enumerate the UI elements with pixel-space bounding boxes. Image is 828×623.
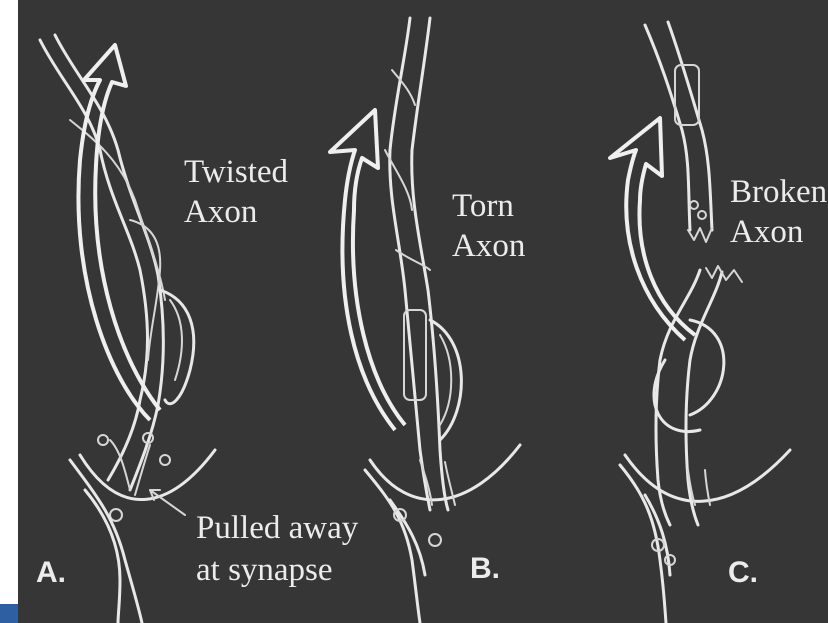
panel-b-label-line-1: Torn [452, 188, 514, 224]
panel-a-secondary-line-2: at synapse [196, 552, 333, 588]
panel-c-label-line-2: Axon [730, 214, 803, 250]
panel-b-label-line-2: Axon [452, 228, 525, 264]
panel-c-label-line-1: Broken [730, 174, 827, 210]
panel-a-secondary-line-1: Pulled away [196, 510, 359, 546]
left-frame-strip [0, 0, 18, 623]
panel-a-label-line-1: Twisted [184, 154, 289, 190]
panel-b-letter: B. [470, 552, 500, 585]
panel-a-label-line-2: Axon [184, 194, 257, 230]
panel-a-letter: A. [36, 556, 66, 589]
panel-c-letter: C. [728, 556, 758, 589]
corner-accent [0, 604, 18, 623]
